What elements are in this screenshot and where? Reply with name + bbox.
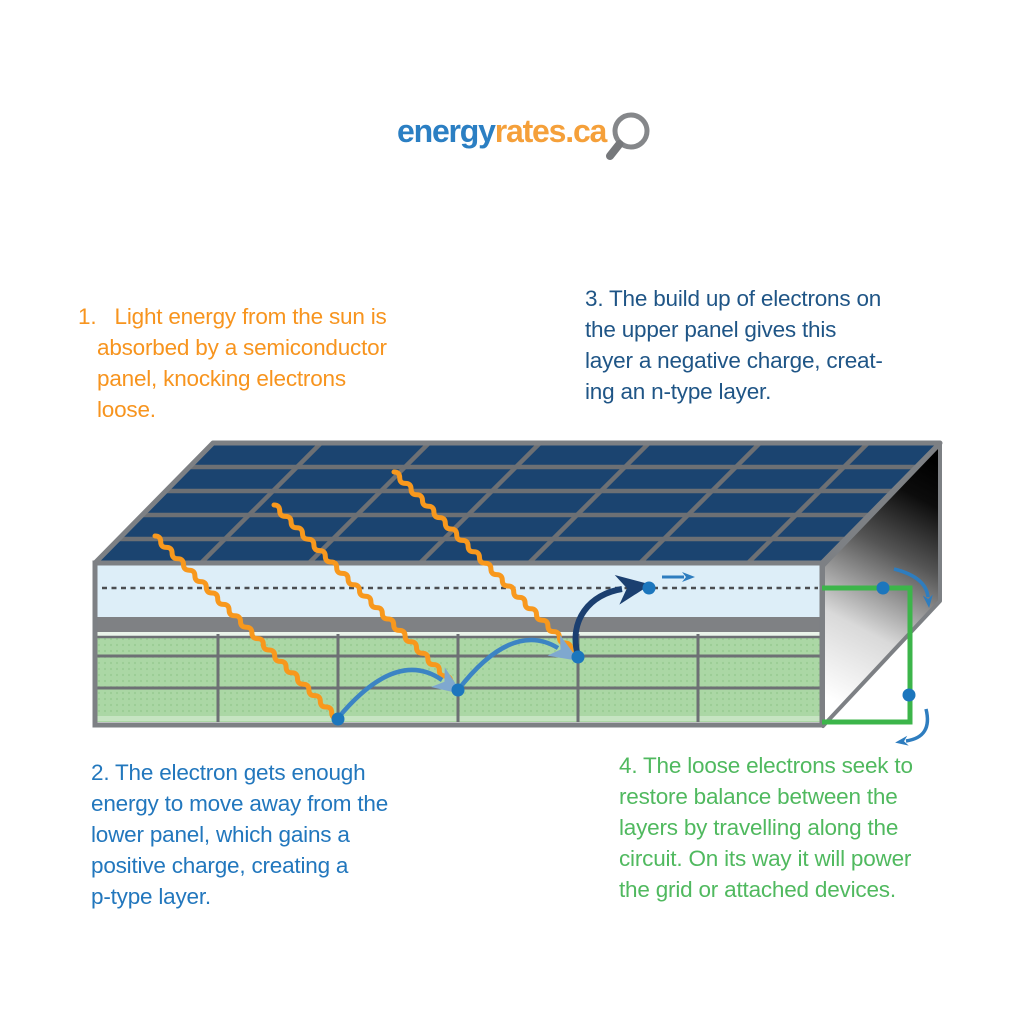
panel-top-grid <box>95 443 940 563</box>
n-type-layer <box>95 564 822 617</box>
electron-dot <box>642 581 656 595</box>
junction-layer <box>95 617 822 632</box>
panel-top-face <box>92 440 943 566</box>
panel-front-outline <box>92 560 825 728</box>
step-2-text: 2. The electron gets enough energy to mo… <box>91 760 389 909</box>
step-3-text: 3. The build up of electrons on the uppe… <box>585 286 883 404</box>
electron-jump-arrow-1 <box>336 667 463 720</box>
current-direction-arrow-top <box>893 567 933 608</box>
circuit-wire <box>822 585 913 725</box>
circuit-loop <box>822 567 933 746</box>
electron-dot <box>902 688 916 702</box>
magnifier-handle <box>606 140 624 160</box>
energyrates-logo: energyrates.ca <box>397 112 652 172</box>
magnifier-lens <box>612 112 650 150</box>
electron-jump-arrow-2 <box>456 635 580 692</box>
magnifying-glass-icon <box>606 112 650 160</box>
step-4-text: 4. The loose electrons seek to restore b… <box>619 753 913 902</box>
logo-text-rates-ca: rates.ca <box>494 113 608 149</box>
electron-dot <box>876 581 890 595</box>
electron-dot <box>451 683 465 697</box>
logo-text: energyrates.ca <box>397 113 608 149</box>
electron-emission-arrow <box>572 574 651 657</box>
electron-dot <box>571 650 585 664</box>
electron-dot <box>331 712 345 726</box>
electrons <box>331 581 916 726</box>
logo-text-energy: energy <box>397 113 496 149</box>
current-direction-arrow-bottom <box>895 708 930 746</box>
step-1-text: 1. Light energy from the sun is absorbed… <box>78 304 387 422</box>
